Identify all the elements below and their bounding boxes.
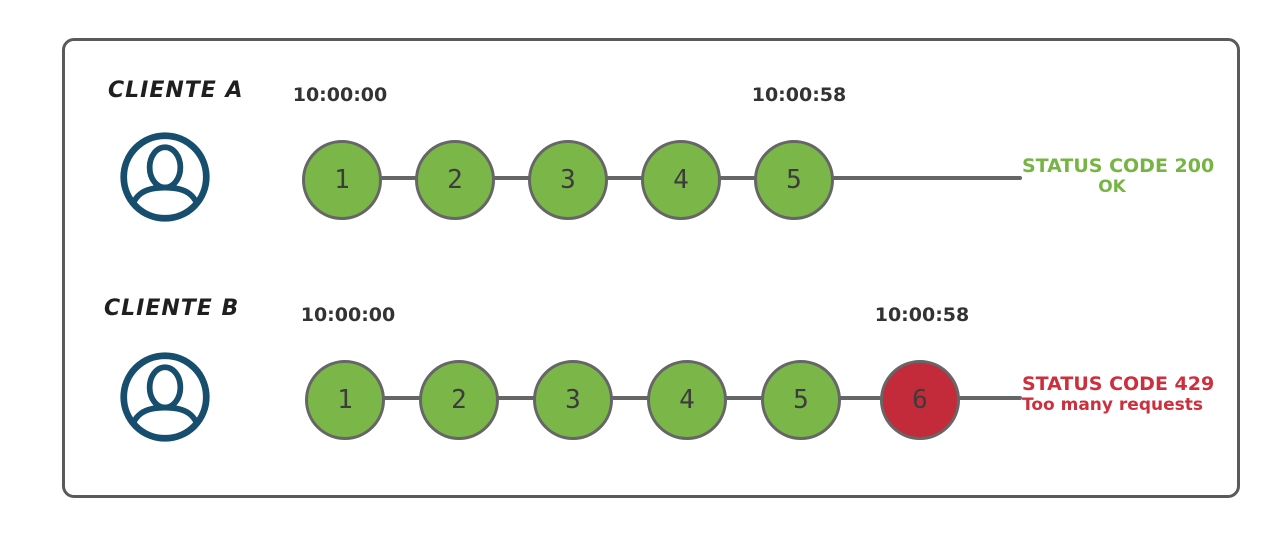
- request-number: 1: [334, 165, 350, 195]
- request-circle-blocked: 6: [880, 360, 960, 440]
- end-timestamp: 10:00:58: [874, 304, 970, 326]
- request-number: 4: [673, 165, 689, 195]
- request-circle: 3: [533, 360, 613, 440]
- request-number: 2: [447, 165, 463, 195]
- request-number: 4: [679, 385, 695, 415]
- start-timestamp: 10:00:00: [292, 84, 388, 106]
- request-circle: 5: [754, 140, 834, 220]
- status-message-line: OK: [1098, 177, 1126, 197]
- request-circle: 2: [415, 140, 495, 220]
- status-text: STATUS CODE 200 OK: [1022, 155, 1215, 198]
- request-number: 3: [565, 385, 581, 415]
- status-message-line: Too many requests: [1022, 395, 1203, 415]
- request-circle: 3: [528, 140, 608, 220]
- request-circle: 1: [302, 140, 382, 220]
- request-circle: 4: [647, 360, 727, 440]
- user-avatar-icon: [120, 132, 210, 222]
- status-code-line: STATUS CODE 200: [1022, 155, 1215, 177]
- request-circle: 2: [419, 360, 499, 440]
- request-number: 3: [560, 165, 576, 195]
- request-circle: 4: [641, 140, 721, 220]
- user-avatar-icon: [120, 352, 210, 442]
- status-text: STATUS CODE 429 Too many requests: [1022, 373, 1215, 416]
- request-number: 5: [793, 385, 809, 415]
- diagram-border-box: [62, 38, 1240, 498]
- request-number: 2: [451, 385, 467, 415]
- status-code-line: STATUS CODE 429: [1022, 373, 1215, 395]
- end-timestamp: 10:00:58: [751, 84, 847, 106]
- request-number: 6: [912, 385, 928, 415]
- client-a-name-label: CLIENTE A: [108, 78, 244, 103]
- request-circle: 5: [761, 360, 841, 440]
- start-timestamp: 10:00:00: [300, 304, 396, 326]
- request-number: 1: [337, 385, 353, 415]
- request-circle: 1: [305, 360, 385, 440]
- client-b-name-label: CLIENTE B: [104, 296, 240, 321]
- request-number: 5: [786, 165, 802, 195]
